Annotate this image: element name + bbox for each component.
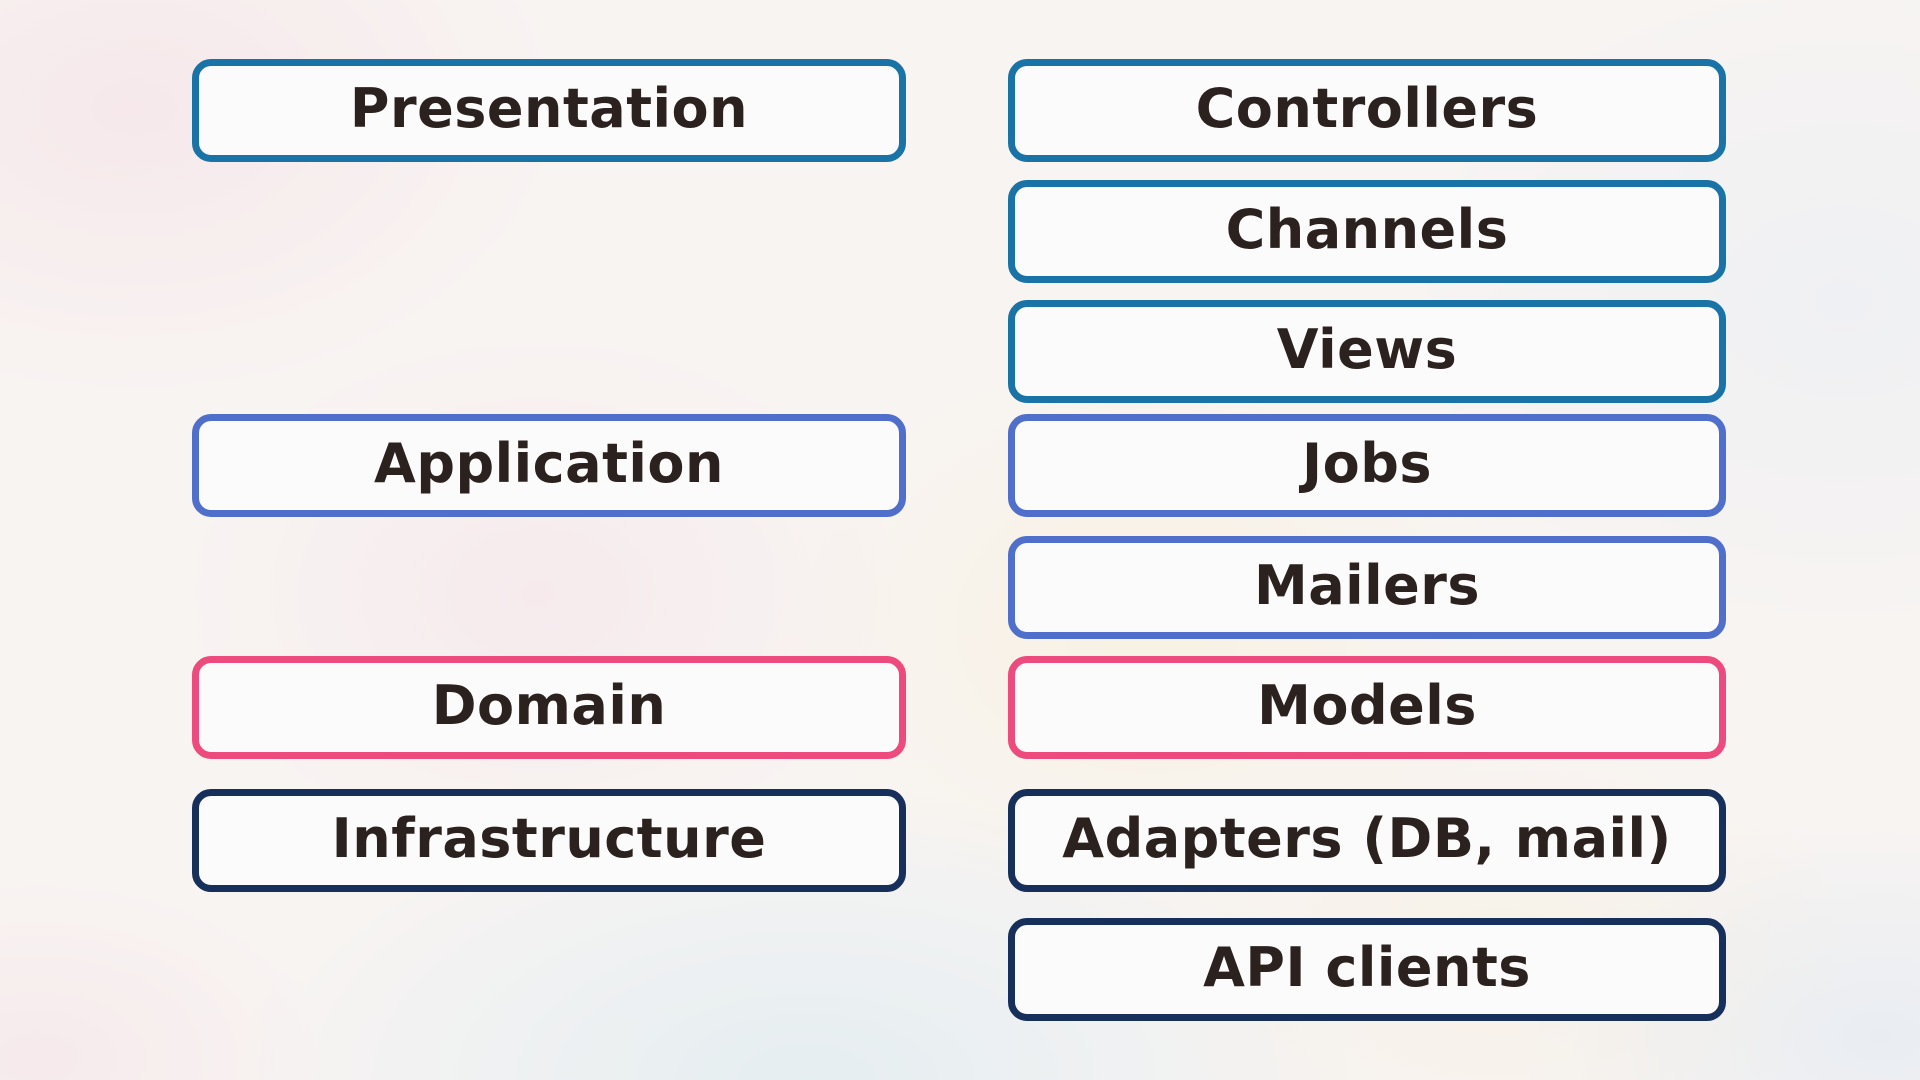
box-label: Channels xyxy=(1225,198,1509,261)
box-presentation: Presentation xyxy=(192,59,906,162)
box-label: API clients xyxy=(1203,936,1531,999)
box-label: Presentation xyxy=(349,77,749,140)
box-mailers: Mailers xyxy=(1008,536,1726,639)
box-label: Adapters (DB, mail) xyxy=(1062,807,1672,870)
box-domain: Domain xyxy=(192,656,906,759)
box-label: Domain xyxy=(431,674,667,737)
box-api-clients: API clients xyxy=(1008,918,1726,1021)
box-label: Views xyxy=(1276,318,1458,381)
box-label: Mailers xyxy=(1253,554,1481,617)
box-label: Controllers xyxy=(1195,77,1539,140)
box-label: Infrastructure xyxy=(331,807,767,870)
box-views: Views xyxy=(1008,300,1726,403)
box-label: Jobs xyxy=(1302,432,1432,495)
box-application: Application xyxy=(192,414,906,517)
box-adapters: Adapters (DB, mail) xyxy=(1008,789,1726,892)
box-channels: Channels xyxy=(1008,180,1726,283)
box-jobs: Jobs xyxy=(1008,414,1726,517)
box-controllers: Controllers xyxy=(1008,59,1726,162)
box-label: Models xyxy=(1257,674,1477,737)
box-label: Application xyxy=(374,432,724,495)
box-infrastructure: Infrastructure xyxy=(192,789,906,892)
box-models: Models xyxy=(1008,656,1726,759)
